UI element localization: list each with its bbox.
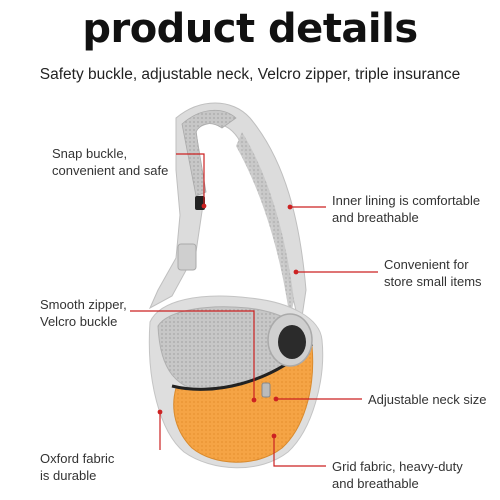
callout-text: Smooth zipper, [40, 297, 127, 312]
page-subtitle: Safety buckle, adjustable neck, Velcro z… [39, 66, 461, 83]
callout-oxford: Oxford fabric is durable [40, 450, 114, 484]
callout-inner-lining: Inner lining is comfortable and breathab… [332, 192, 480, 226]
callout-grid-fabric: Grid fabric, heavy-duty and breathable [332, 458, 463, 492]
callout-text: Oxford fabric [40, 451, 115, 466]
strap-pad [181, 109, 237, 197]
leader-smooth-zipper [130, 310, 255, 400]
callout-text: Adjustable neck size [368, 392, 487, 407]
callout-neck-size: Adjustable neck size [368, 391, 487, 408]
strap-adjuster [177, 243, 197, 271]
callout-text: and breathable [332, 476, 419, 491]
callout-text: Convenient for [384, 257, 469, 272]
leader-grid-fabric [273, 436, 326, 467]
callout-store-small: Convenient for store small items [384, 256, 482, 290]
strap-lining [236, 132, 294, 320]
callout-smooth-zipper: Smooth zipper, Velcro buckle [40, 296, 127, 330]
leader-snap-buckle [176, 153, 205, 206]
callout-text: convenient and safe [52, 163, 169, 178]
callout-text: store small items [384, 274, 482, 289]
callout-snap-buckle: Snap buckle, convenient and safe [52, 145, 168, 179]
callout-text: is durable [40, 468, 97, 483]
callout-text: Snap buckle, [52, 146, 128, 161]
callout-text: and breathable [332, 210, 419, 225]
zipper-pull [261, 382, 271, 398]
page-title: product details [82, 6, 418, 52]
callout-text: Grid fabric, heavy-duty [332, 459, 463, 474]
callout-text: Inner lining is comfortable [332, 193, 481, 208]
callout-text: Velcro buckle [40, 314, 118, 329]
